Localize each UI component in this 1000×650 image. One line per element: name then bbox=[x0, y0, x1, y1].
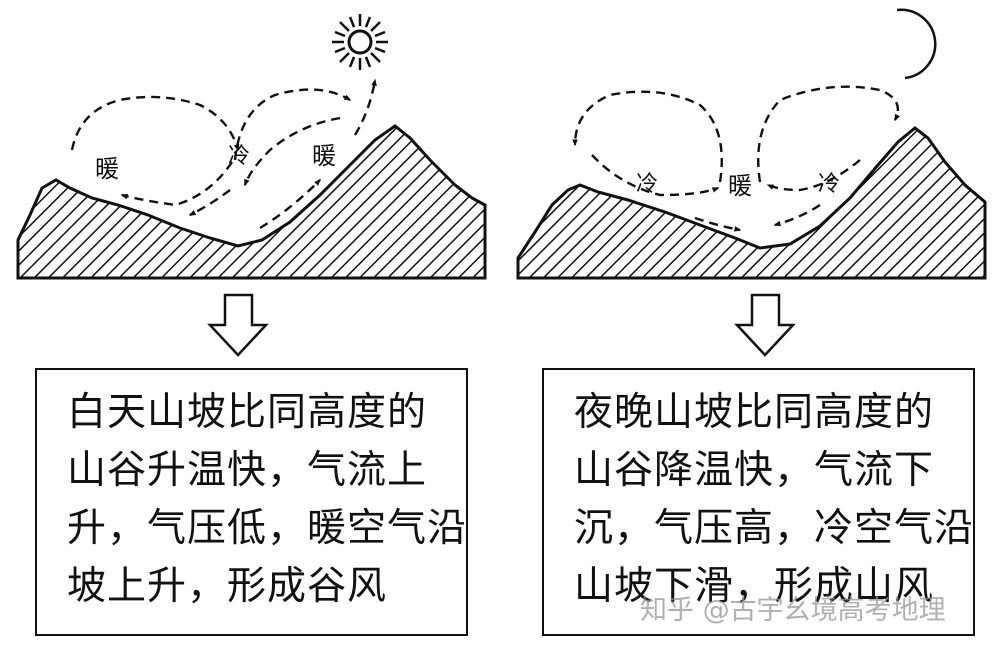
night-circulation-arrows bbox=[572, 85, 901, 232]
day-terrain bbox=[16, 124, 487, 280]
night-text-line: 夜晚山坡比同高度的 bbox=[574, 390, 935, 435]
night-warm-label: 暖 bbox=[728, 172, 752, 200]
down-arrow-icon bbox=[207, 293, 269, 357]
night-panel: 冷 暖 冷 bbox=[516, 8, 987, 357]
night-text-line: 山坡下滑，形成山风 bbox=[574, 564, 935, 609]
crescent-moon-icon bbox=[896, 8, 937, 80]
day-text-line: 升，气压低，暖空气沿 bbox=[67, 506, 468, 551]
day-circulation-arrows bbox=[70, 78, 377, 230]
sun-icon bbox=[332, 14, 388, 70]
day-cold-label: 冷 bbox=[228, 144, 250, 169]
day-text-line: 白天山坡比同高度的 bbox=[67, 390, 428, 435]
day-warm-left-label: 暖 bbox=[95, 155, 119, 183]
night-text-line: 山谷降温快，气流下 bbox=[574, 448, 935, 493]
watermark: 知乎 @古宇幺境高考地理 bbox=[640, 595, 946, 626]
day-slope-airflow bbox=[41, 125, 396, 247]
night-explanation-box: 夜晚山坡比同高度的 山谷降温快，气流下 沉，气压高，冷空气沿 山坡下滑，形成山风 bbox=[542, 368, 975, 636]
night-terrain bbox=[516, 126, 987, 280]
night-cold-left-label: 冷 bbox=[636, 172, 658, 197]
night-text-line: 沉，气压高，冷空气沿 bbox=[574, 506, 975, 551]
day-warm-right-label: 暖 bbox=[312, 142, 336, 170]
down-arrow-icon bbox=[734, 293, 796, 357]
day-explanation-box: 白天山坡比同高度的 山谷升温快，气流上 升，气压低，暖空气沿 坡上升，形成谷风 bbox=[35, 368, 468, 636]
night-cold-right-label: 冷 bbox=[818, 172, 840, 197]
night-slope-airflow bbox=[567, 127, 916, 249]
day-text-line: 坡上升，形成谷风 bbox=[67, 564, 388, 609]
day-panel: 暖 冷 暖 bbox=[16, 14, 487, 357]
day-text-line: 山谷升温快，气流上 bbox=[67, 448, 428, 493]
